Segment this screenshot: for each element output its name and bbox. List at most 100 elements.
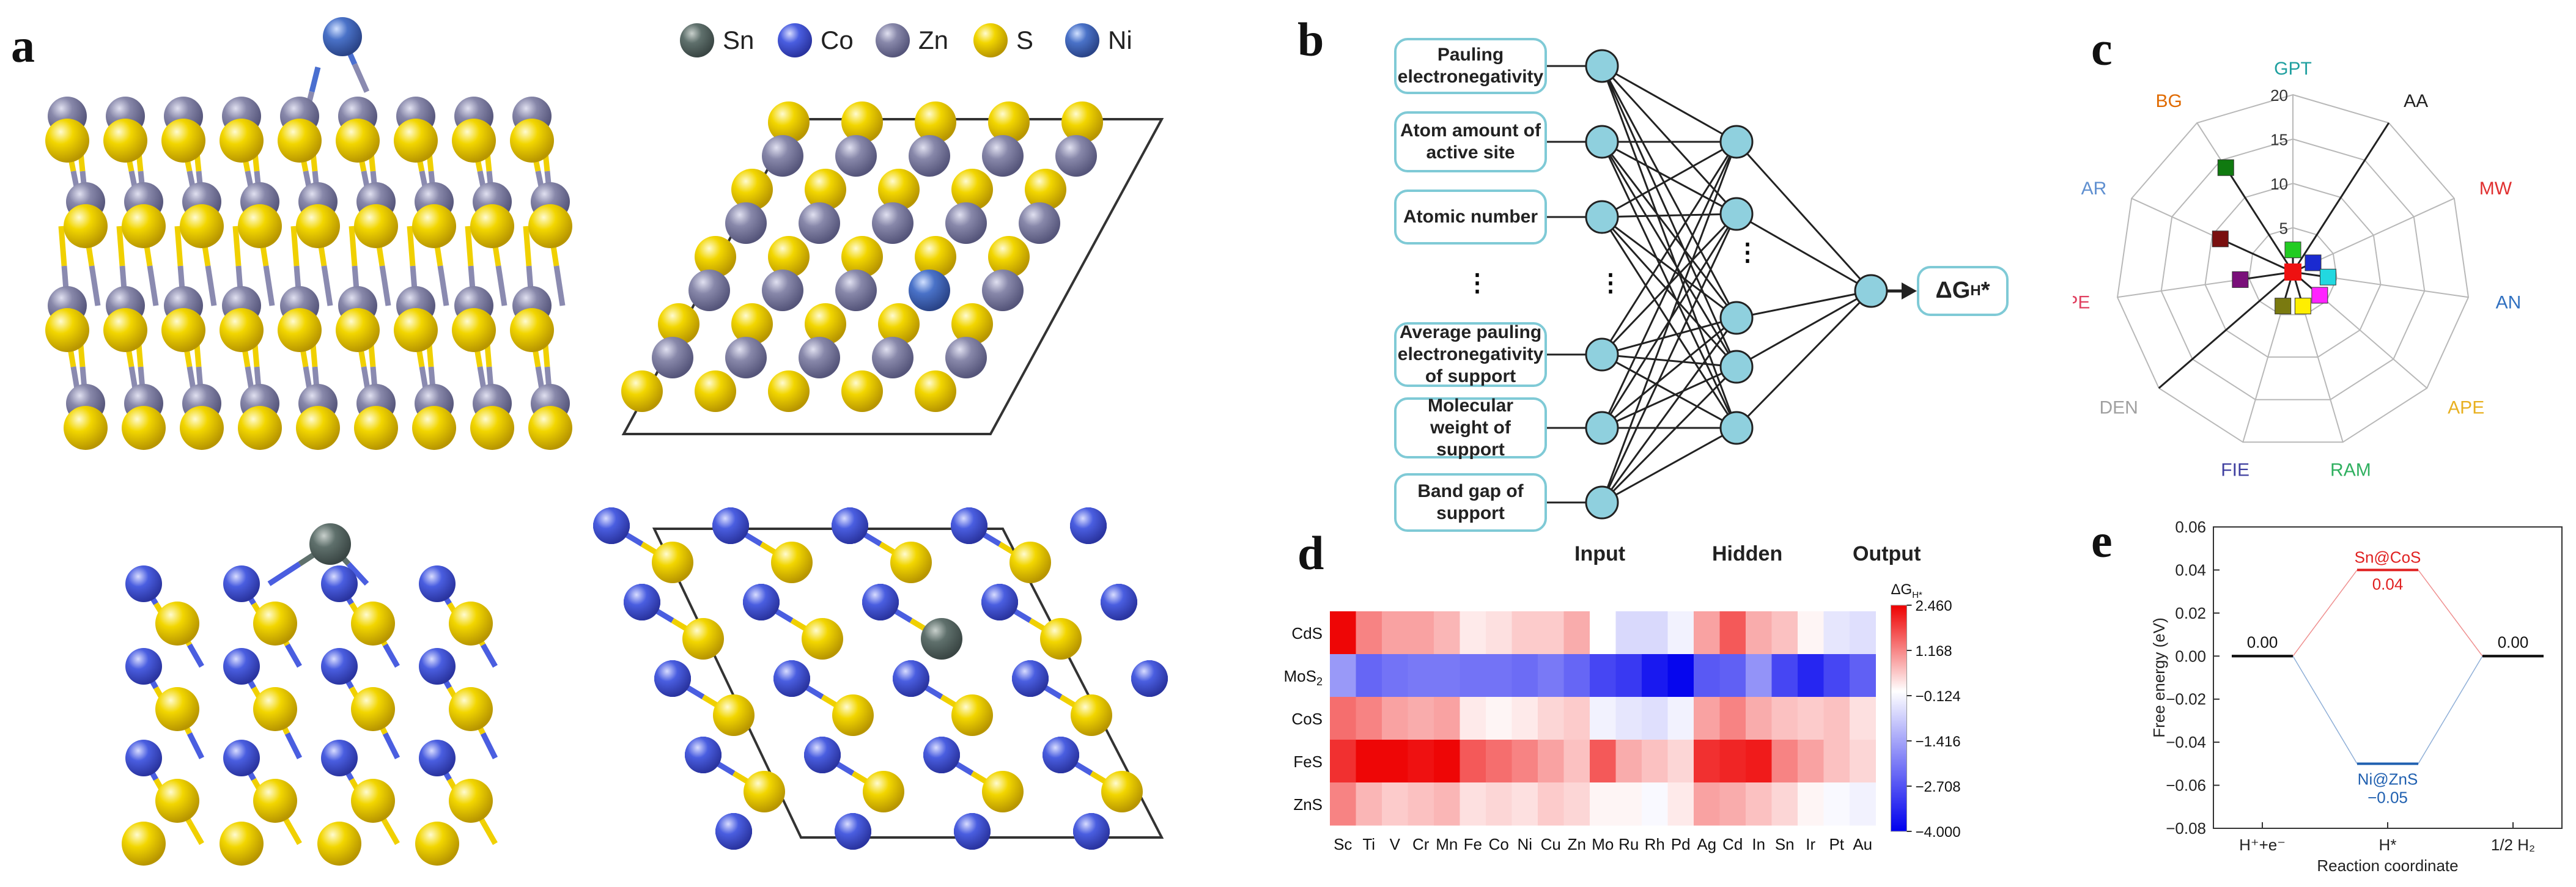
radar-axis-label: AR xyxy=(2081,179,2107,199)
atom-s xyxy=(415,822,459,866)
atom-s xyxy=(122,406,166,450)
atom-s xyxy=(731,169,773,210)
heatmap-cell xyxy=(1590,740,1616,783)
input-node xyxy=(1585,337,1619,372)
weight-edge xyxy=(1601,427,1737,504)
heatmap-cell xyxy=(1356,740,1382,783)
bond xyxy=(321,265,333,306)
y-tick-label: −0.02 xyxy=(2166,690,2206,708)
input-ellipsis: ⋮ xyxy=(1465,270,1489,296)
heatmap-col-label: In xyxy=(1752,835,1765,853)
heatmap-col-label: Mn xyxy=(1436,835,1458,853)
heatmap-cell xyxy=(1615,654,1642,697)
heatmap-cell xyxy=(1434,611,1460,655)
atom-s xyxy=(768,236,810,278)
atom-co xyxy=(1070,507,1107,544)
bond xyxy=(116,226,125,267)
heatmap-cell xyxy=(1538,740,1564,783)
heatmap-cell xyxy=(1667,740,1694,783)
atom-co xyxy=(773,660,810,697)
atom-s xyxy=(45,308,89,352)
legend-co-label: Co xyxy=(821,26,854,54)
legend-ni-swatch xyxy=(1065,23,1099,57)
atom-s xyxy=(394,119,438,163)
input-node xyxy=(1585,200,1619,234)
bond xyxy=(383,643,400,668)
bond xyxy=(89,265,101,306)
atom-s xyxy=(988,236,1030,278)
heatmap-cell xyxy=(1408,782,1434,826)
atom-s xyxy=(238,406,282,450)
heatmap-cell xyxy=(1823,782,1850,826)
heatmap-cell xyxy=(1434,697,1460,740)
input-feature-box-2: Atom amount of active site xyxy=(1394,111,1547,172)
heatmap-cell xyxy=(1798,654,1824,697)
heatmap-cell xyxy=(1823,740,1850,783)
hidden-node xyxy=(1719,125,1754,159)
atom-s xyxy=(915,370,956,412)
radar-axis-label: MW xyxy=(2479,179,2512,199)
atom-s xyxy=(510,119,554,163)
atom-s xyxy=(122,204,166,248)
input-node-ellipsis: ⋮ xyxy=(1598,270,1623,296)
atom-s xyxy=(351,779,395,823)
atom-s xyxy=(253,687,297,731)
atom-zn xyxy=(1055,135,1097,177)
atom-s xyxy=(155,687,199,731)
atom-co xyxy=(1101,584,1137,620)
atom-s xyxy=(951,303,993,345)
heatmap-cell xyxy=(1538,697,1564,740)
atom-s xyxy=(220,822,264,866)
weight-edge xyxy=(1735,290,1872,429)
heatmap-cell xyxy=(1382,697,1408,740)
heatmap-row-label: CdS xyxy=(1291,624,1323,642)
atom-co xyxy=(624,584,660,620)
heatmap-cell xyxy=(1408,740,1434,783)
heatmap-cell xyxy=(1460,782,1486,826)
series-name-label: Sn@CoS xyxy=(2355,548,2421,566)
atom-co xyxy=(593,507,630,544)
atom-s xyxy=(351,687,395,731)
heatmap-cell xyxy=(1719,611,1746,655)
atom-sn xyxy=(921,618,962,660)
legend-s-label: S xyxy=(1016,26,1033,54)
atom-co xyxy=(862,584,899,620)
bond xyxy=(379,265,391,306)
legend-s-swatch xyxy=(973,23,1008,57)
heatmap-cell xyxy=(1642,740,1668,783)
atom-s xyxy=(621,370,663,412)
radar-tick-label: 10 xyxy=(2270,175,2288,193)
bond xyxy=(205,265,217,306)
weight-edge xyxy=(1601,317,1738,503)
atom-s xyxy=(470,204,514,248)
atom-s xyxy=(317,822,361,866)
weight-edge xyxy=(1601,141,1738,503)
input-feature-label: Pauling electronegativity xyxy=(1397,45,1544,87)
output-arrowhead xyxy=(1902,282,1917,300)
weight-edge xyxy=(1601,353,1737,429)
input-node xyxy=(1585,125,1619,159)
heatmap-cell xyxy=(1615,697,1642,740)
weight-edge xyxy=(1601,366,1738,504)
heatmap-col-label: Cd xyxy=(1722,835,1743,853)
radar-value-line xyxy=(2158,271,2294,389)
radar-grid-ring xyxy=(2248,227,2338,315)
atom-s xyxy=(122,822,166,866)
atom-co xyxy=(321,648,358,685)
atom-s xyxy=(841,370,883,412)
atom-s xyxy=(253,602,297,646)
input-node xyxy=(1585,49,1619,83)
heatmap-col-label: Sc xyxy=(1334,835,1352,853)
weight-edge xyxy=(1736,290,1872,368)
atom-s xyxy=(652,542,693,583)
atom-zn xyxy=(835,135,877,177)
atom-s xyxy=(805,303,846,345)
hidden-node xyxy=(1719,301,1754,335)
radar-tick-label: 5 xyxy=(2279,219,2288,238)
atom-s xyxy=(1101,771,1143,812)
weight-edge xyxy=(1735,141,1872,292)
atom-s xyxy=(713,694,755,736)
heatmap-cell xyxy=(1746,654,1772,697)
weight-edge xyxy=(1601,65,1737,143)
